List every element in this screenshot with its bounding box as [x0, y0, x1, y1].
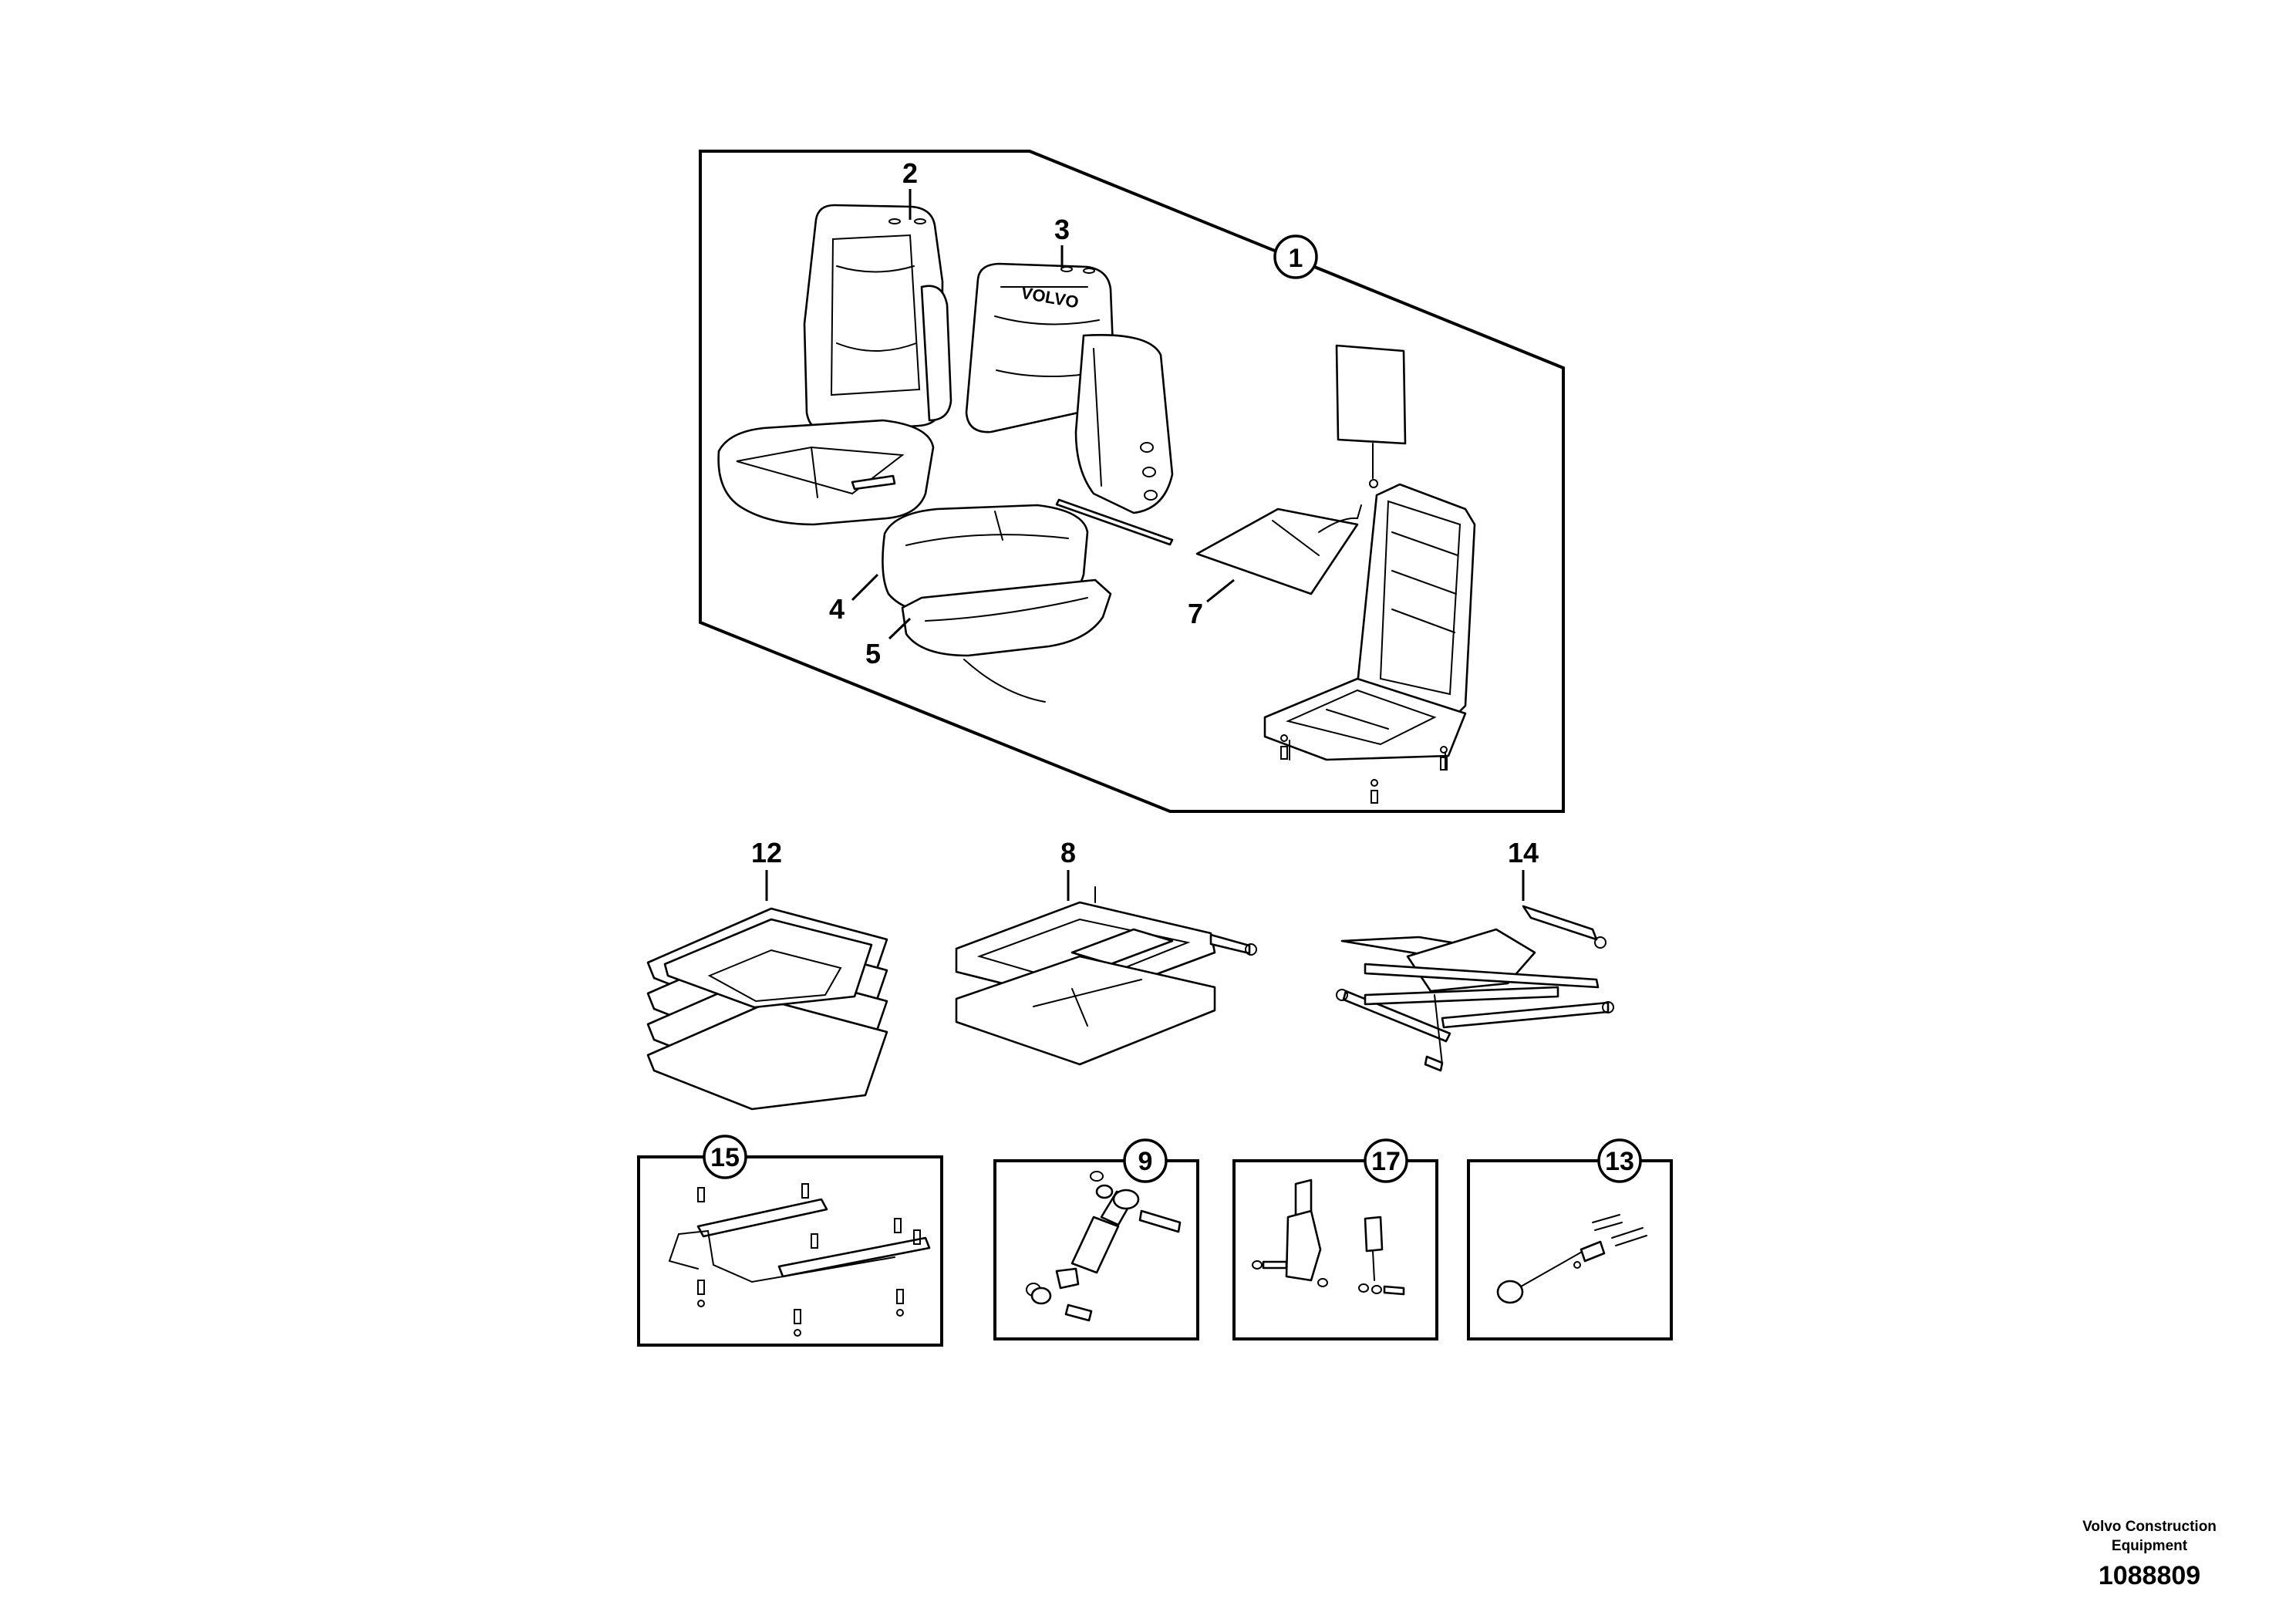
label-backrest-cover: 3: [1054, 214, 1070, 245]
label-seat-assembly: 1: [1289, 244, 1303, 273]
backrest-cover-part: VOLVO: [965, 262, 1174, 546]
label-slide-rails: 15: [710, 1143, 740, 1172]
slide-rails-frame: [637, 1155, 943, 1347]
callout-seat-belt: [1364, 1138, 1408, 1183]
label-scissor-frame: 14: [1508, 837, 1539, 868]
company-name-line1: Volvo Construction: [2082, 1519, 2217, 1535]
company-name: Volvo Construction Equipment: [2065, 1517, 2234, 1556]
label-bellows: 12: [751, 837, 782, 868]
shock-absorber-group: 9: [993, 1138, 1199, 1340]
drawing-number: 1088809: [2098, 1561, 2201, 1590]
label-backrest-cushion: 2: [902, 157, 918, 189]
screw-set-part: [1280, 734, 1448, 804]
suspension-part: 8: [955, 837, 1257, 1066]
seat-cushion-part: [717, 419, 935, 526]
callout-slide-rails: [703, 1135, 747, 1179]
seat-assembly-group: VOLVO: [699, 150, 1565, 813]
seat-belt-frame: [1232, 1159, 1438, 1340]
label-suspension: 8: [1060, 837, 1076, 868]
console-kit-frame: [1467, 1159, 1673, 1340]
label-seat-cushion-cover: 4: [829, 593, 845, 625]
seat-belt-group: 17: [1232, 1138, 1438, 1340]
seat-cushion-foam-part: [901, 578, 1112, 703]
callout-console-kit: [1597, 1138, 1642, 1183]
label-seat-belt: 17: [1371, 1147, 1401, 1176]
label-console-kit: 13: [1605, 1147, 1634, 1176]
bellows-part: 12: [646, 837, 888, 1111]
shock-absorber-frame: [993, 1159, 1199, 1340]
heater-element-part: [1195, 344, 1407, 595]
callout-shock-absorber: [1123, 1138, 1168, 1183]
label-seat-cushion: 5: [865, 638, 881, 669]
backrest-cushion-part: [803, 204, 952, 433]
callout-seat-assembly: [1273, 234, 1318, 279]
console-kit-group: 13: [1467, 1138, 1673, 1340]
company-name-line2: Equipment: [2111, 1538, 2188, 1554]
slide-rails-group: 15: [637, 1135, 943, 1347]
label-heater-element: 7: [1188, 598, 1203, 629]
label-shock-absorber: 9: [1138, 1147, 1153, 1176]
seat-frame-part: [1263, 483, 1476, 771]
seat-assembly-frame: [699, 150, 1565, 813]
scissor-frame-part: 14: [1336, 837, 1614, 1072]
fastener-set: [697, 1183, 921, 1337]
